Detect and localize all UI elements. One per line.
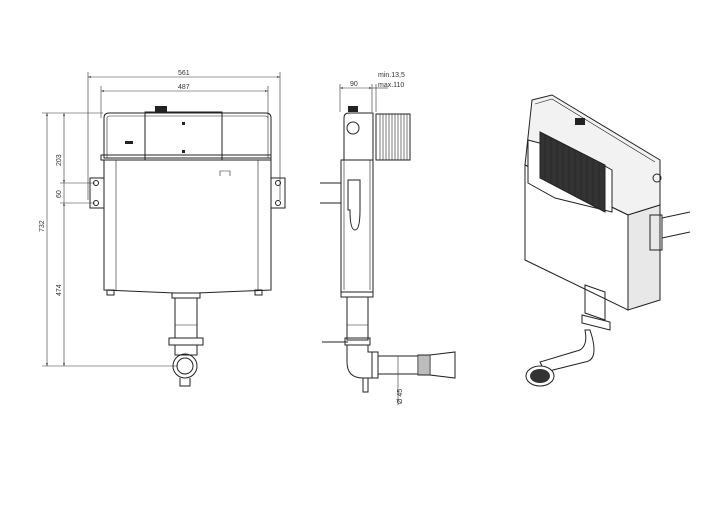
dim-overall-height: 732 xyxy=(39,112,178,367)
front-view: 561 487 732 474 203 60 xyxy=(39,70,286,387)
dim-frame-width: 487 xyxy=(100,84,269,118)
dim-732-label: 732 xyxy=(39,220,46,232)
dim-max-label: max.110 xyxy=(378,82,404,89)
isometric-view xyxy=(524,94,691,387)
dim-panel-range: min.13,5 max.110 xyxy=(372,72,405,112)
panel-grille xyxy=(379,114,408,160)
dim-min-label: min.13,5 xyxy=(378,72,405,79)
dim-203-label: 203 xyxy=(56,154,63,166)
dim-diameter-label: Ø 45 xyxy=(397,389,404,404)
dim-outlet-height: 474 xyxy=(56,203,65,366)
dim-overall-width: 561 xyxy=(87,70,281,200)
dim-60-label: 60 xyxy=(56,190,63,198)
iso-panel-grille xyxy=(539,131,606,213)
dim-depth: 90 xyxy=(339,81,373,112)
dim-90-label: 90 xyxy=(350,81,358,88)
side-view: 90 min.13,5 max.110 xyxy=(320,72,456,405)
dim-487-label: 487 xyxy=(178,84,190,91)
dim-474-label: 474 xyxy=(56,284,63,296)
dim-top-section: 203 xyxy=(56,113,65,183)
dim-bracket-spacing: 60 xyxy=(56,182,95,204)
dim-561-label: 561 xyxy=(178,70,190,77)
dim-pipe-diameter: Ø 45 xyxy=(397,356,404,405)
